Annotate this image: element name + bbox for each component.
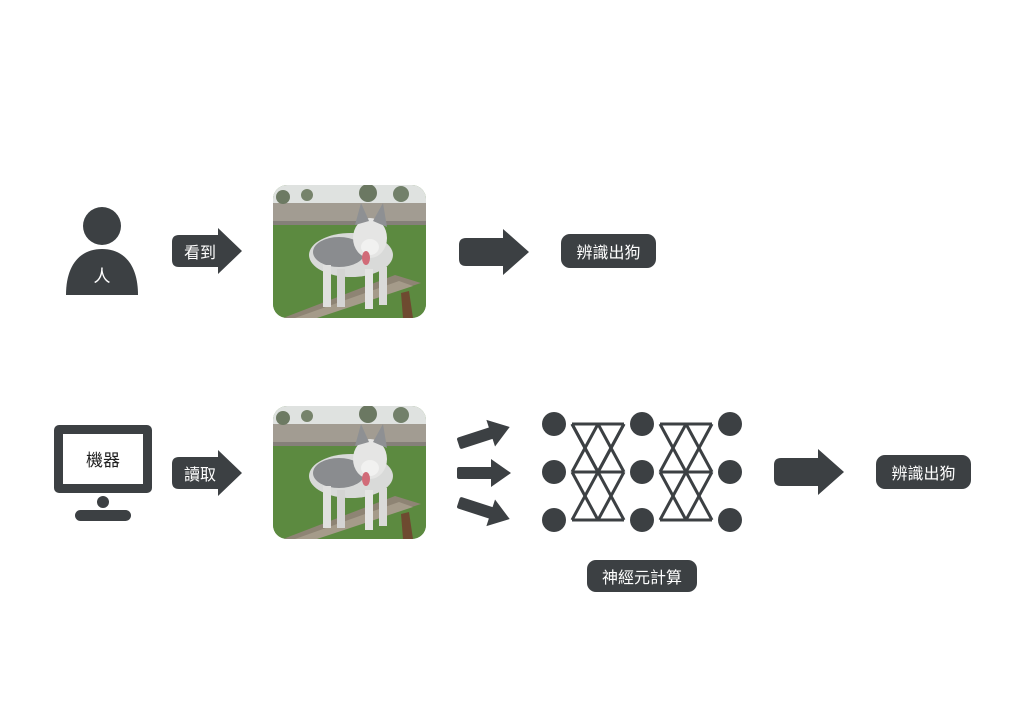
result-label-machine: 辨識出狗 xyxy=(876,455,971,489)
result-arrow-icon xyxy=(459,229,529,275)
neuron-node xyxy=(718,460,742,484)
neuron-node xyxy=(718,508,742,532)
result-arrow-icon xyxy=(774,449,844,495)
neuron-node xyxy=(542,460,566,484)
computer-label: 機器 xyxy=(63,446,143,471)
dog-photo xyxy=(273,406,426,539)
neuron-node xyxy=(630,508,654,532)
dog-photo xyxy=(273,185,426,318)
neuron-node xyxy=(630,412,654,436)
neuron-node xyxy=(542,508,566,532)
computer-monitor-icon xyxy=(53,424,153,522)
neuron-node xyxy=(542,412,566,436)
input-arrow-down xyxy=(455,489,514,531)
neuron-node xyxy=(718,412,742,436)
input-arrow-up xyxy=(455,415,514,457)
input-arrow-middle xyxy=(457,459,511,487)
neural-network-icon xyxy=(538,408,746,536)
input-arrows-icon xyxy=(455,415,515,531)
see-arrow-label: 看到 xyxy=(176,235,224,267)
read-arrow-label: 讀取 xyxy=(176,457,224,489)
person-label: 人 xyxy=(86,262,118,287)
neural-network-label: 神經元計算 xyxy=(587,560,697,592)
result-label-human: 辨識出狗 xyxy=(561,234,656,268)
neuron-node xyxy=(630,460,654,484)
